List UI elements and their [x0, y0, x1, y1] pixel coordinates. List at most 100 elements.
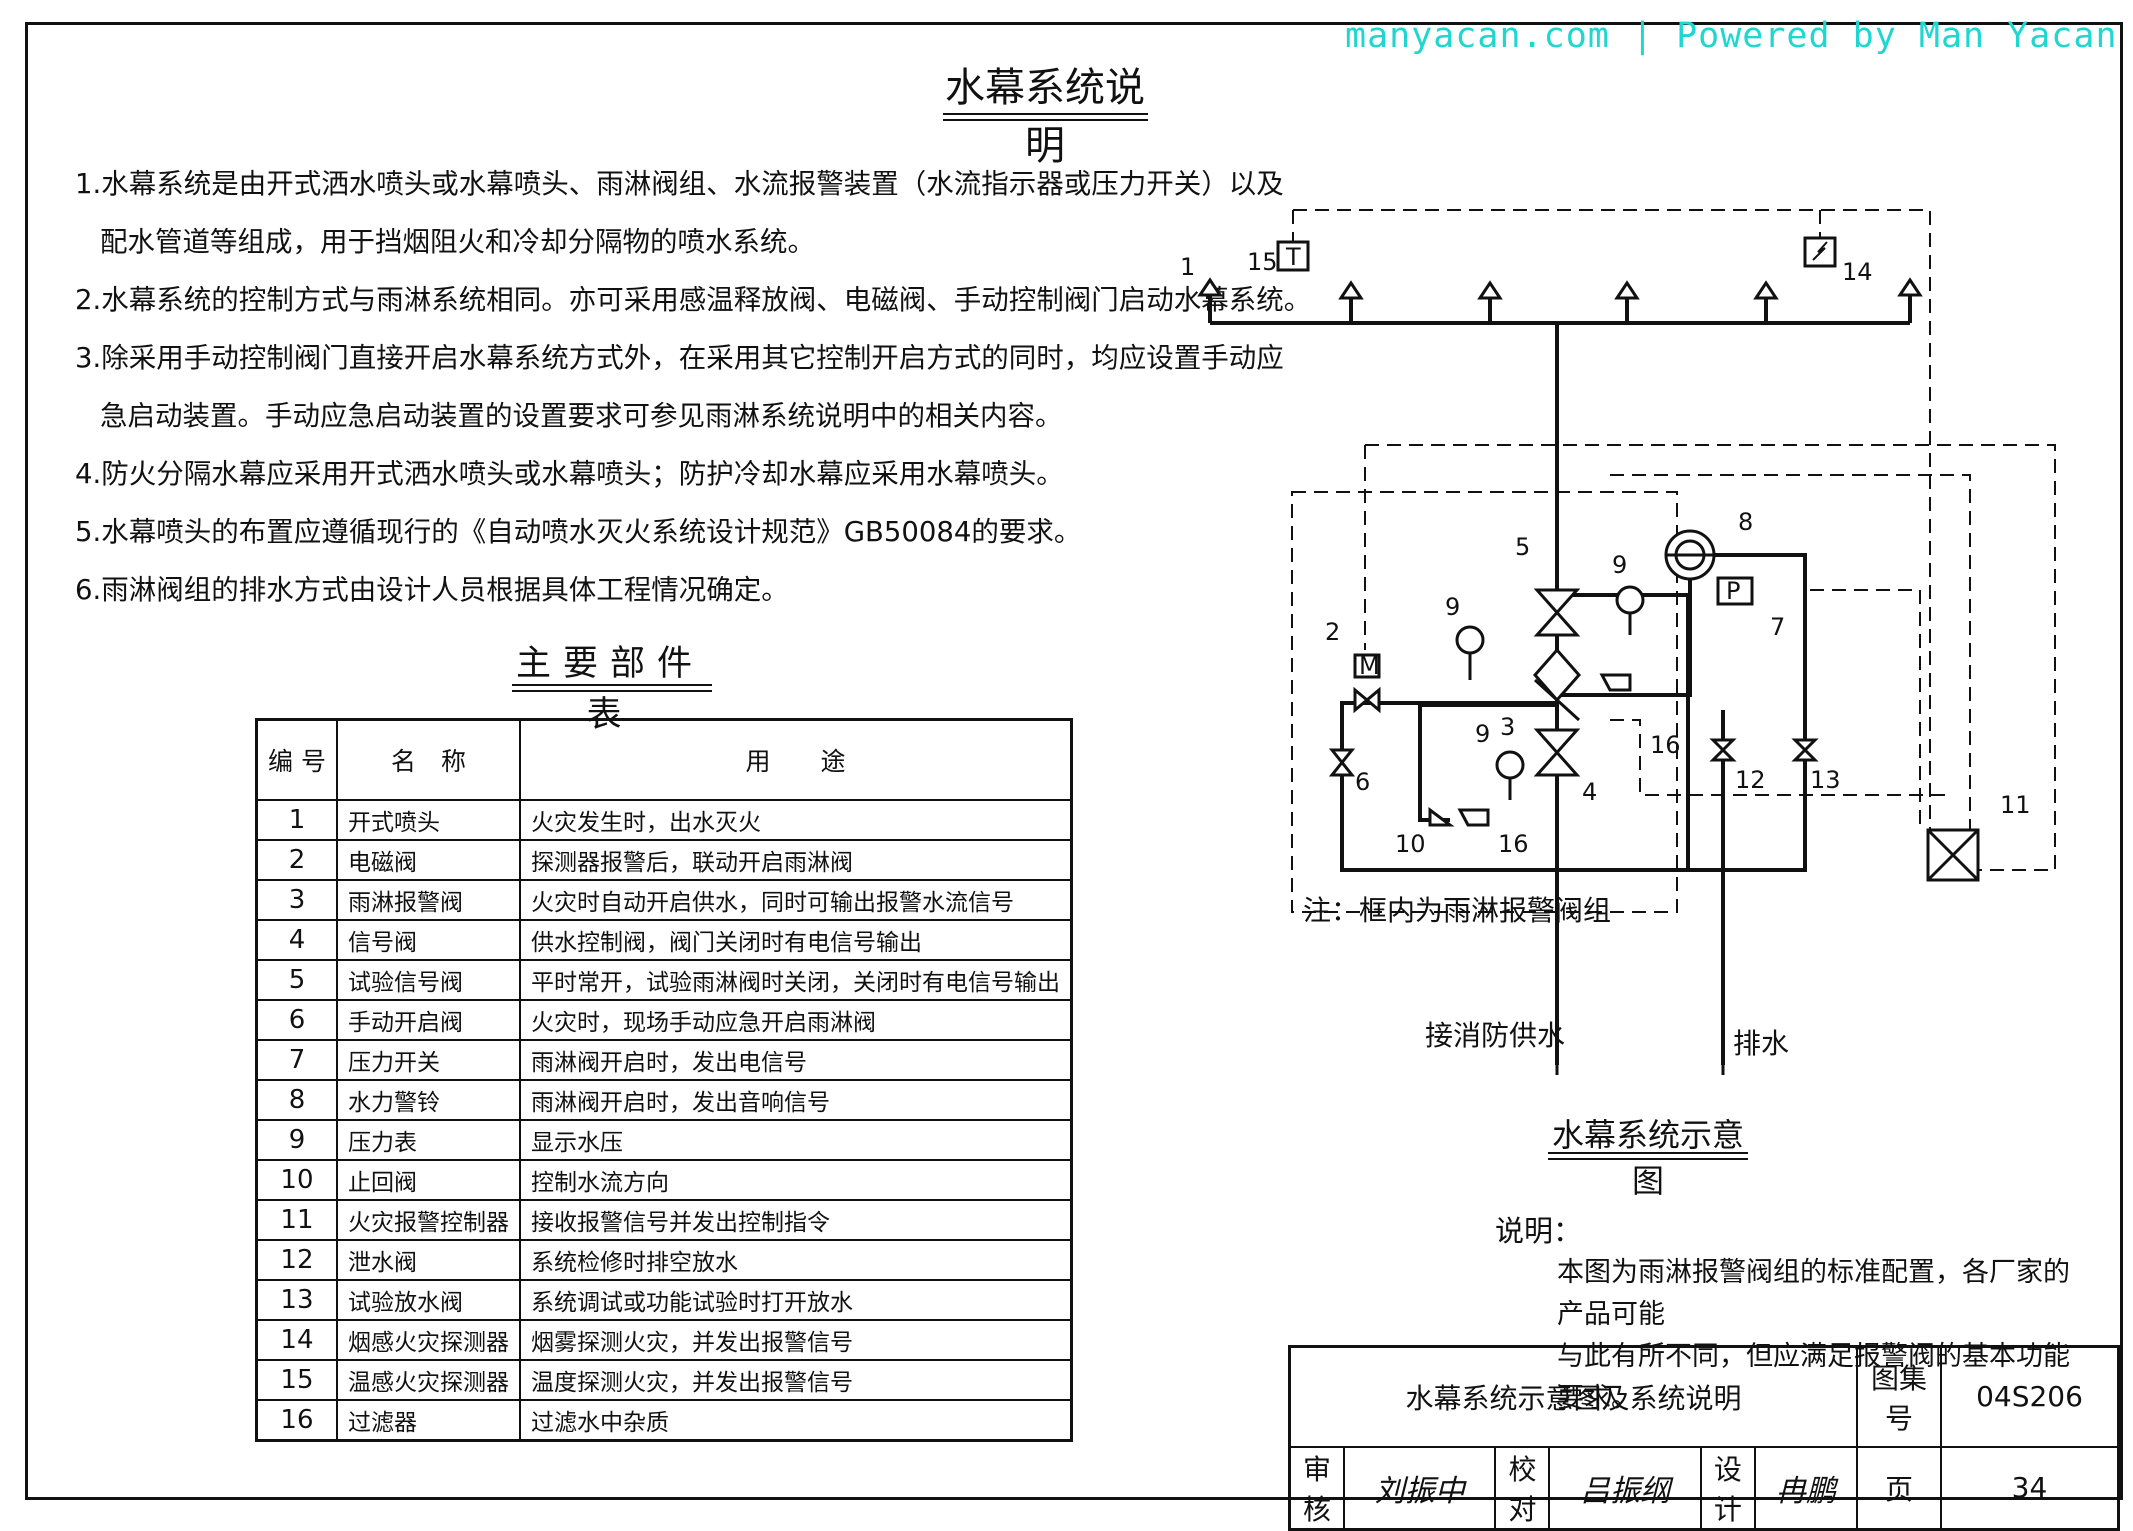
- solenoid-glyph: M: [1359, 652, 1380, 680]
- label-7: 7: [1770, 613, 1785, 641]
- note-line: 3.除采用手动控制阀门直接开启水幕系统方式外，在采用其它控制开启方式的同时，均应…: [75, 342, 1284, 374]
- page-number: 34: [1940, 1445, 2120, 1530]
- label-1: 1: [1180, 253, 1195, 281]
- title-underline-2: [943, 119, 1148, 121]
- label-15: 15: [1247, 248, 1278, 276]
- smoke-detector-icon: [1812, 241, 1828, 261]
- sprinkler-heads: [1197, 277, 1923, 300]
- part-purpose: 雨淋阀开启时，发出电信号: [518, 1039, 1073, 1081]
- part-number: 4: [255, 919, 338, 961]
- part-name: 温感火灾探测器: [335, 1359, 521, 1401]
- watermark: manyacan.com | Powered by Man Yacan: [1345, 16, 2118, 56]
- note-line: 6.雨淋阀组的排水方式由设计人员根据具体工程情况确定。: [75, 574, 789, 606]
- valve-group-note: 注：框内为雨淋报警阀组: [1303, 894, 1611, 927]
- table-title-underline-2: [512, 690, 712, 692]
- detector-15-glyph: T: [1285, 243, 1301, 271]
- part-name: 信号阀: [335, 919, 521, 961]
- design-signature: 冉鹏: [1753, 1445, 1859, 1530]
- title-underline: [943, 113, 1148, 115]
- component-numbers: 1 2 3 4 5 6 7 8 9 9 9 10 11 12 13 14 15 …: [1180, 248, 2031, 858]
- part-number: 14: [255, 1319, 338, 1361]
- part-number: 10: [255, 1159, 338, 1201]
- part-name: 烟感火灾探测器: [335, 1319, 521, 1361]
- title-block: 水幕系统示意图及系统说明 图集号 04S206 审核 刘振中 校对 吕振纲 设计…: [1288, 1345, 2120, 1531]
- part-purpose: 系统检修时排空放水: [518, 1239, 1073, 1281]
- label-9c: 9: [1475, 720, 1490, 748]
- caption-underline: [1548, 1152, 1748, 1154]
- label-6: 6: [1355, 768, 1370, 796]
- part-purpose: 控制水流方向: [518, 1159, 1073, 1201]
- part-purpose: 探测器报警后，联动开启雨淋阀: [518, 839, 1073, 881]
- part-purpose: 火灾发生时，出水灭火: [518, 799, 1073, 841]
- supply-label: 接消防供水: [1425, 1019, 1565, 1052]
- header-name: 名 称: [335, 718, 521, 801]
- part-name: 止回阀: [335, 1159, 521, 1201]
- label-3: 3: [1500, 713, 1515, 741]
- part-number: 6: [255, 999, 338, 1041]
- label-13: 13: [1810, 766, 1841, 794]
- explanation-line: 本图为雨淋报警阀组的标准配置，各厂家的产品可能: [1557, 1257, 2070, 1330]
- note-line: 1.水幕系统是由开式洒水喷头或水幕喷头、雨淋阀组、水流报警装置（水流指示器或压力…: [75, 168, 1284, 200]
- part-number: 3: [255, 879, 338, 921]
- caption-underline-2: [1548, 1158, 1748, 1160]
- water-curtain-schematic: T M P 1 2 3 4 5 6 7 8 9: [1180, 209, 2056, 1075]
- check-signature: 吕振纲: [1548, 1445, 1702, 1530]
- pressure-switch-glyph: P: [1726, 577, 1740, 605]
- drawing-title: 水幕系统示意图及系统说明: [1288, 1345, 1858, 1448]
- diagram-caption: 水幕系统示意图: [1551, 1116, 1744, 1200]
- part-number: 2: [255, 839, 338, 881]
- review-label: 审核: [1288, 1445, 1345, 1530]
- page-title: 水幕系统说明: [945, 65, 1145, 169]
- part-number: 12: [255, 1239, 338, 1281]
- pressure-gauges: [1455, 585, 1645, 800]
- page-label: 页: [1856, 1445, 1942, 1530]
- part-number: 8: [255, 1079, 338, 1121]
- part-number: 11: [255, 1199, 338, 1241]
- table-title-underline: [512, 684, 712, 686]
- part-name: 开式喷头: [335, 799, 521, 841]
- header-number: 编 号: [255, 718, 338, 801]
- part-name: 电磁阀: [335, 839, 521, 881]
- check-label: 校对: [1494, 1445, 1551, 1530]
- note-line: 4.防火分隔水幕应采用开式洒水喷头或水幕喷头；防护冷却水幕应采用水幕喷头。: [75, 458, 1064, 490]
- part-purpose: 系统调试或功能试验时打开放水: [518, 1279, 1073, 1321]
- header-purpose: 用 途: [518, 718, 1073, 801]
- label-9: 9: [1445, 593, 1460, 621]
- note-line: 2.水幕系统的控制方式与雨淋系统相同。亦可采用感温释放阀、电磁阀、手动控制阀门启…: [75, 284, 1312, 316]
- part-purpose: 供水控制阀，阀门关闭时有电信号输出: [518, 919, 1073, 961]
- design-label: 设计: [1699, 1445, 1756, 1530]
- table-header-row: 编 号 名 称 用 途: [255, 718, 1073, 801]
- label-9b: 9: [1612, 551, 1627, 579]
- part-purpose: 雨淋阀开启时，发出音响信号: [518, 1079, 1073, 1121]
- part-purpose: 平时常开，试验雨淋阀时关闭，关闭时有电信号输出: [518, 959, 1073, 1001]
- label-11: 11: [2000, 791, 2031, 819]
- part-number: 13: [255, 1279, 338, 1321]
- part-name: 泄水阀: [335, 1239, 521, 1281]
- drain-label: 排水: [1733, 1027, 1789, 1060]
- explanation-label: 说明：: [1495, 1214, 1583, 1248]
- note-line: 急启动装置。手动应急启动装置的设置要求可参见雨淋系统说明中的相关内容。: [100, 400, 1063, 432]
- label-16: 16: [1650, 731, 1681, 759]
- part-number: 1: [255, 799, 338, 841]
- note-line: 配水管道等组成，用于挡烟阻火和冷却分隔物的喷水系统。: [100, 226, 815, 258]
- part-number: 5: [255, 959, 338, 1001]
- part-name: 水力警铃: [335, 1079, 521, 1121]
- label-10: 10: [1395, 830, 1426, 858]
- part-name: 火灾报警控制器: [335, 1199, 521, 1241]
- review-signature: 刘振中: [1342, 1445, 1497, 1530]
- part-name: 试验信号阀: [335, 959, 521, 1001]
- part-purpose: 温度探测火灾，并发出报警信号: [518, 1359, 1073, 1401]
- label-8: 8: [1738, 508, 1753, 536]
